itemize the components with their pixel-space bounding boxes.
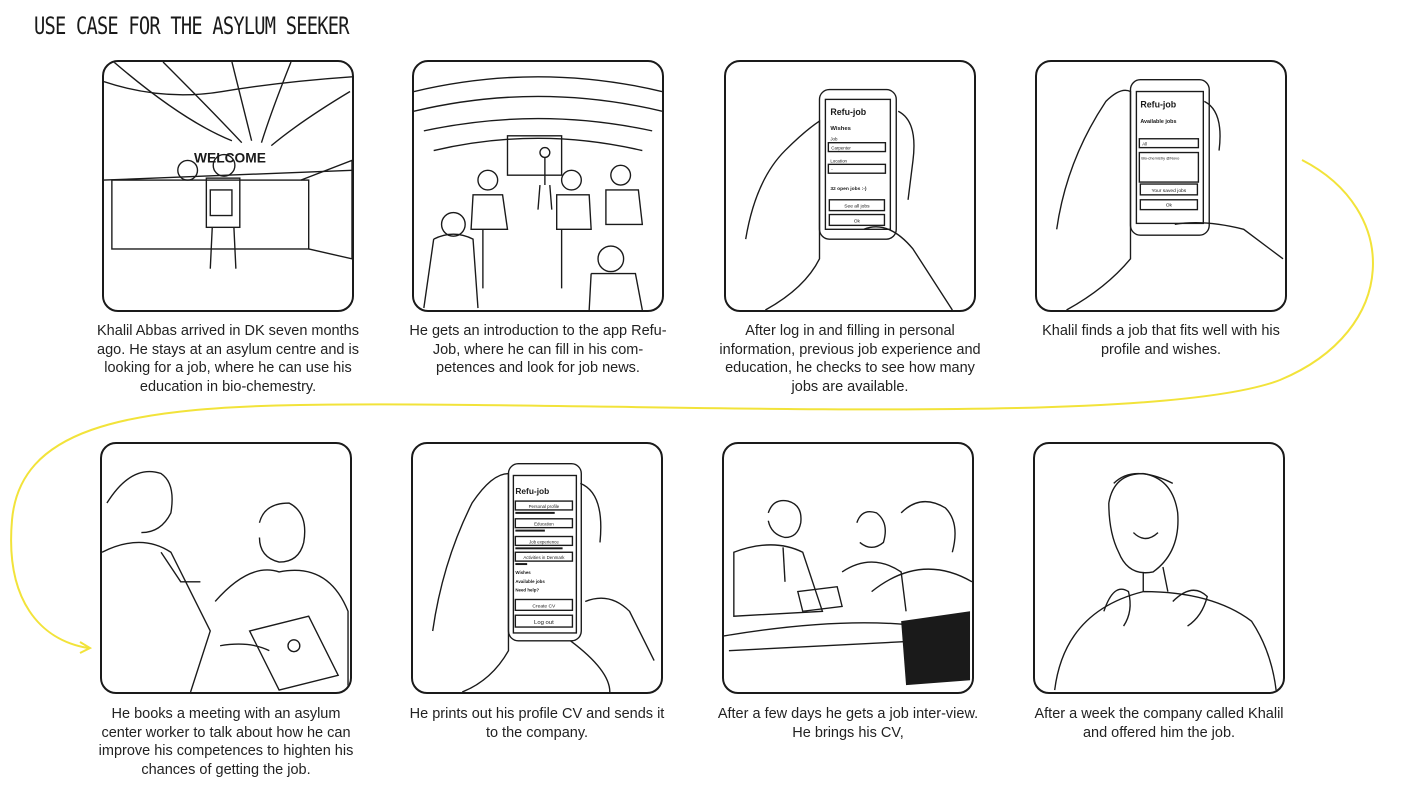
panel-arrival: WELCOME: [102, 60, 354, 312]
logout-button: Log out: [534, 620, 554, 626]
panel-job-found: Refu-job Available jobs All Bio-chemistr…: [1035, 60, 1287, 312]
app-name-profile: Refu-job: [515, 486, 549, 496]
menu-job-experience: Job experience: [529, 539, 559, 544]
arrival-illustration: WELCOME: [104, 62, 352, 269]
menu-activities: Activities in Denmark: [523, 555, 565, 560]
saved-jobs-button: Your saved jobs: [1152, 188, 1187, 194]
hand-phone-profile-illustration: Refu-job Personal profile Education Job …: [432, 462, 655, 692]
panel-introduction: [412, 60, 664, 312]
welcome-sign: WELCOME: [194, 150, 266, 165]
filter-value: All: [1142, 142, 1147, 147]
panel-meeting: [100, 442, 352, 694]
caption-4: Khalil finds a job that fits well with h…: [1042, 323, 1280, 358]
ok-button: Ok: [854, 218, 861, 224]
ok-button-jobs: Ok: [1166, 203, 1173, 209]
location-label: Location: [830, 158, 847, 163]
available-jobs-link: Available jobs: [515, 579, 545, 584]
panel-wishes: Refu-job Wishes Job Carpenter Location -…: [724, 60, 976, 312]
celebration-illustration: [1053, 472, 1277, 691]
caption-3: After log in and filling in personal inf…: [719, 323, 981, 395]
panel-profile-cv: Refu-job Personal profile Education Job …: [411, 442, 663, 694]
caption-5: He books a meeting with an asylum center…: [98, 706, 354, 778]
interview-illustration: [724, 499, 972, 686]
job-label: Job: [830, 137, 838, 142]
available-jobs-heading: Available jobs: [1140, 119, 1176, 125]
caption-8: After a week the company called Khalil a…: [1034, 706, 1284, 741]
meeting-illustration: [102, 470, 349, 692]
caption-7: After a few days he gets a job inter-vie…: [717, 706, 979, 741]
job-listing: Bio-chemistry @Novo: [1141, 155, 1180, 160]
page-title: USE CASE FOR THE ASYLUM SEEKER: [34, 12, 349, 40]
wishes-heading: Wishes: [830, 126, 851, 132]
panel-job-offer: [1033, 442, 1285, 694]
menu-personal-profile: Personal profile: [529, 504, 560, 509]
see-all-button: See all jobs: [844, 204, 870, 210]
app-name: Refu-job: [830, 107, 866, 117]
app-name-jobs: Refu-job: [1140, 99, 1176, 109]
panel-interview: [722, 442, 974, 694]
menu-education: Education: [534, 522, 554, 527]
create-cv-button: Create CV: [532, 603, 556, 609]
job-count: 32 open jobs :-): [830, 186, 867, 192]
job-value: Carpenter: [831, 146, 851, 151]
caption-6: He prints out his profile CV and sends i…: [409, 706, 665, 741]
hand-phone-illustration: Refu-job Wishes Job Carpenter Location -…: [745, 88, 953, 310]
need-help-link: Need help?: [515, 588, 539, 593]
wishes-link: Wishes: [515, 570, 531, 575]
caption-2: He gets an introduction to the app Refu-…: [409, 323, 667, 376]
hand-phone-jobs-illustration: Refu-job Available jobs All Bio-chemistr…: [1056, 79, 1284, 310]
classroom-illustration: [414, 76, 662, 310]
caption-1: Khalil Abbas arrived in DK seven months …: [97, 323, 359, 395]
location-value: -: [831, 167, 833, 172]
